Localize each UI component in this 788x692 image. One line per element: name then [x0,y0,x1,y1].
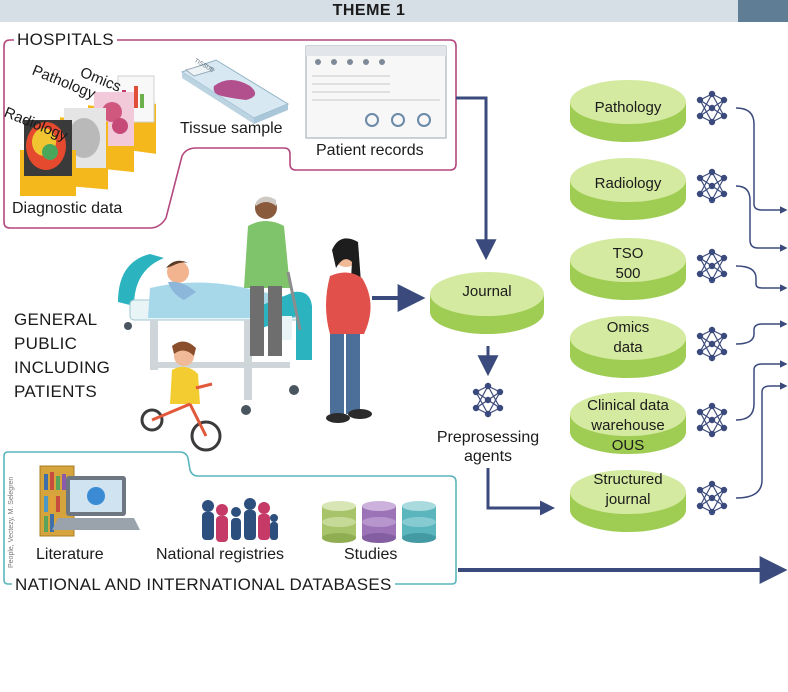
databases-title: NATIONAL AND INTERNATIONAL DATABASES [12,575,395,595]
connector-2 [735,185,788,252]
neural-network-icon [696,326,728,362]
laptop-icon [52,476,140,530]
disc-line: Clinical data [587,397,669,414]
connector-3 [735,265,788,292]
disc-line: Radiology [594,175,662,192]
neural-network-icon [696,402,728,438]
public-line: GENERAL [14,310,98,329]
preprocessing-line: agents [463,448,513,465]
disc-label-pathology: Pathology [570,98,686,118]
public-line: PATIENTS [14,382,98,401]
disc-label-structured-journal: Structured journal [570,470,686,510]
studies-label: Studies [344,546,398,563]
journal-disc [430,272,544,334]
literature-label: Literature [36,546,104,563]
data-disc [570,158,686,220]
data-disc [570,316,686,378]
disc-line: OUS [611,437,645,454]
neural-network-icon-group [472,90,728,516]
tissue-slide-icon [180,59,290,124]
hospitals-frame [3,39,457,229]
neural-network-icon [696,480,728,516]
hospitals-title: HOSPITALS [14,30,117,50]
header-bar [0,0,788,22]
diagnostic-data-label: Diagnostic data [12,200,123,217]
data-disc [570,392,686,454]
journal-label: Journal [462,283,512,300]
data-disc [570,80,686,142]
preprocessing-line: Preprosessing [436,429,540,446]
databases-frame [3,451,457,585]
disc-line: Omics [606,319,650,336]
disc-line: Pathology [594,99,662,116]
connector-6 [735,382,788,499]
theme-title: THEME 1 [332,2,406,19]
data-disc [570,470,686,532]
image-credit: People, Vectezy, M. Selegren [8,476,15,568]
patient-records-screen [305,45,447,139]
preprocessing-agents-label: Preprosessing agents [418,428,558,466]
diagnostic-data-stack [20,75,156,196]
disc-label-omics: Omics data [570,318,686,358]
public-line: INCLUDING [14,358,111,377]
national-registries-label: National registries [156,546,285,563]
disc-label-radiology: Radiology [570,174,686,194]
child-on-bike-icon [140,341,222,452]
neural-network-icon [472,382,504,418]
neural-network-icon [696,168,728,204]
disc-line: journal [605,491,651,508]
public-line: PUBLIC [14,334,78,353]
patient-records-label: Patient records [316,142,424,159]
connector-1 [735,107,788,214]
header-accent [738,0,788,22]
data-disc [570,238,686,300]
neural-network-icon [696,90,728,126]
disc-line: warehouse [591,417,665,434]
disc-line: data [613,339,643,356]
tissue-sample-label: Tissue sample [180,120,283,137]
connector-4 [735,320,788,345]
arrow-agents-to-structured [486,468,555,516]
database-stack-icon [322,501,436,543]
arrow-records-to-journal [456,96,497,261]
people-icon [202,498,278,542]
disc-label-tso500: TSO 500 [570,244,686,284]
disc-line: 500 [615,265,641,282]
doctor-icon [244,196,302,356]
pregnant-woman-icon [326,238,372,423]
connector-5 [735,360,788,421]
neural-network-icon [696,248,728,284]
disc-line: Structured [593,471,663,488]
disc-label-clinical-warehouse: Clinical data warehouse OUS [570,396,686,456]
general-public-label: GENERAL PUBLIC INCLUDING PATIENTS [14,308,110,404]
right-disc-group [570,80,686,532]
disc-line: TSO [612,245,644,262]
